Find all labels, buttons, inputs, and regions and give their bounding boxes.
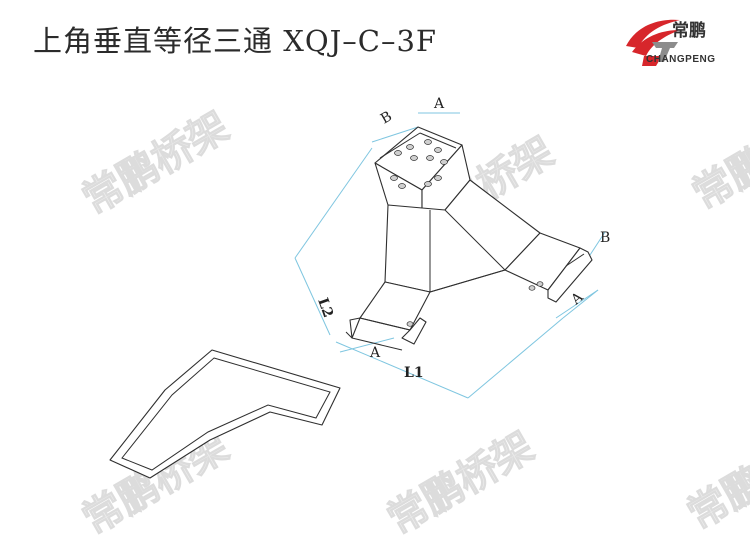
- dim-label-l1: L1: [404, 365, 424, 381]
- logo-english-name: CHANGPENG: [646, 54, 716, 65]
- dimension-lines: [294, 112, 606, 399]
- dim-label-a-left: A: [369, 345, 381, 361]
- page-title: 上角垂直等径三通 XQJ–C–3F: [33, 24, 438, 58]
- logo-chinese-name: 常鹏: [672, 21, 706, 41]
- dim-label-a-top: A: [433, 96, 445, 112]
- bolt-holes: [390, 139, 544, 327]
- dim-label-l2: L2: [314, 296, 336, 320]
- tee-body: [359, 179, 581, 331]
- changpeng-logo: [626, 19, 680, 66]
- dim-label-b-right: B: [600, 230, 610, 246]
- tee-drawing: B A B A A L1 L2: [109, 96, 610, 479]
- left-channel-end: [345, 317, 427, 351]
- right-channel-end: [547, 247, 593, 303]
- flat-elbow-plate: [109, 349, 341, 479]
- dim-label-b-top: B: [378, 108, 395, 127]
